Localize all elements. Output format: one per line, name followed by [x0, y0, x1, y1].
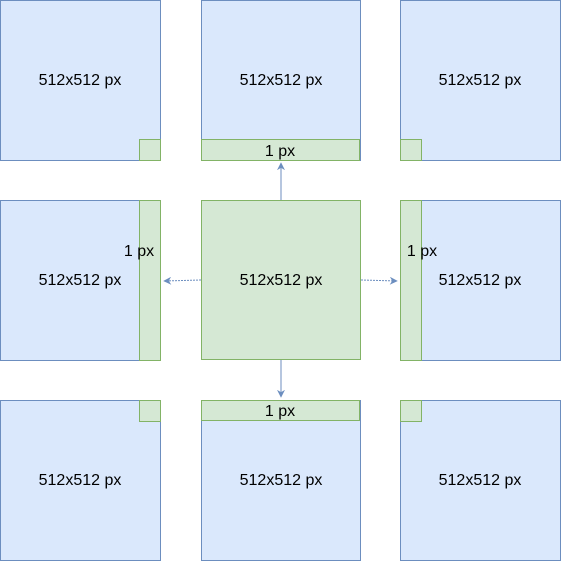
tile-left: 512x512 px 1 px — [0, 200, 161, 361]
edge-strip-bottom — [201, 400, 360, 421]
tile-top-left: 512x512 px — [0, 0, 161, 161]
edge-strip-right — [400, 200, 422, 361]
tile-top-right: 512x512 px — [400, 0, 561, 161]
tile-bottom-left: 512x512 px — [0, 400, 161, 561]
strip-top-label: 1 px — [265, 143, 295, 160]
tile-bottom-label: 512x512 px — [240, 472, 323, 489]
tile-bottom-right: 512x512 px — [400, 400, 561, 561]
corner-strip-bottom-left — [139, 400, 161, 422]
tile-center-label: 512x512 px — [240, 272, 323, 289]
corner-strip-top-right — [400, 139, 422, 161]
edge-strip-top — [201, 139, 360, 161]
strip-left-label: 1 px — [124, 243, 154, 260]
arrow-left — [163, 276, 202, 285]
tile-bottom-right-label: 512x512 px — [439, 472, 522, 489]
strip-bottom-label: 1 px — [265, 403, 295, 420]
tile-bottom-left-label: 512x512 px — [39, 472, 122, 489]
edge-strip-left — [139, 200, 161, 361]
tile-top-label: 512x512 px — [240, 72, 323, 89]
tile-right: 512x512 px 1 px — [400, 200, 561, 361]
tile-center: 512x512 px — [201, 200, 361, 360]
corner-strip-bottom-right — [400, 400, 422, 422]
tile-top: 512x512 px 1 px — [201, 0, 361, 161]
arrow-right — [360, 276, 398, 285]
tile-top-left-label: 512x512 px — [39, 72, 122, 89]
corner-strip-top-left — [139, 139, 161, 161]
strip-right-label: 1 px — [407, 243, 437, 260]
tile-right-label: 512x512 px — [439, 272, 522, 289]
tile-bottom: 512x512 px 1 px — [201, 400, 361, 561]
tile-left-label: 512x512 px — [39, 272, 122, 289]
tile-top-right-label: 512x512 px — [439, 72, 522, 89]
